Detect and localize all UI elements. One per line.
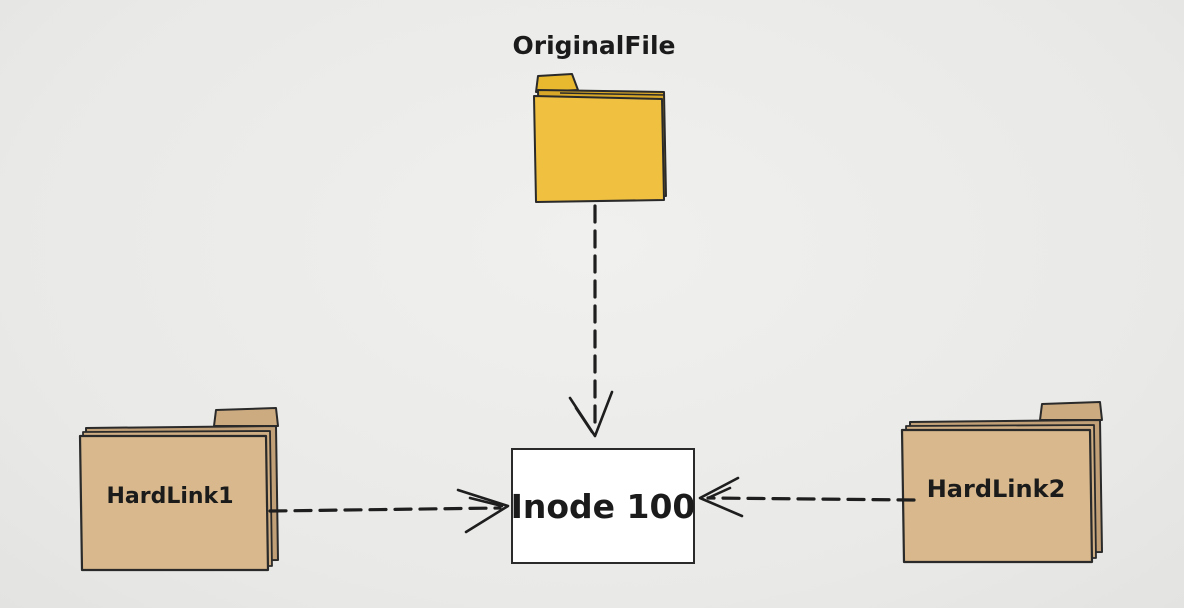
original-file-folder-icon (533, 73, 667, 203)
inode-label: Inode 100 (511, 487, 696, 526)
arrow-hardlink2-to-inode (698, 476, 916, 518)
original-file-label: OriginalFile (512, 31, 675, 60)
hardlink1-label: HardLink1 (106, 484, 233, 509)
hardlink1-folder-icon (78, 407, 279, 572)
inode-box (511, 448, 695, 564)
arrow-hardlink1-to-inode (268, 488, 510, 534)
hardlink2-folder-icon (900, 401, 1103, 564)
hardlink2-label: HardLink2 (927, 475, 1066, 503)
arrow-original-to-inode (568, 204, 614, 438)
